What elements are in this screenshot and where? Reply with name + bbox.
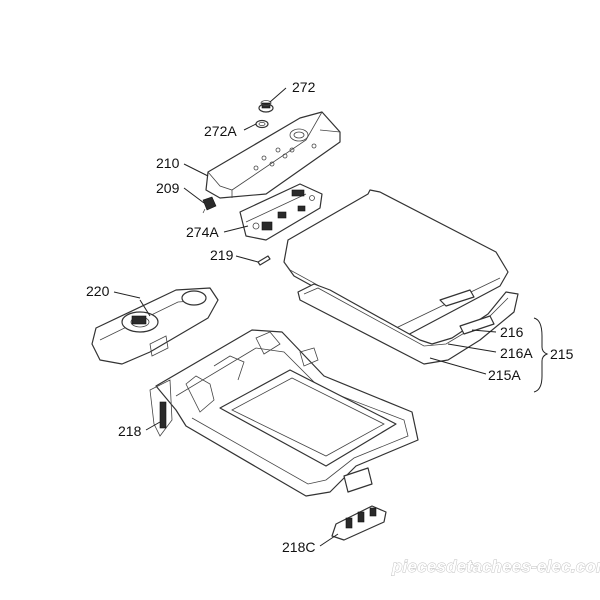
label-215: 215 (550, 346, 574, 362)
label-220: 220 (86, 283, 110, 299)
label-216A: 216A (500, 345, 533, 361)
knob-272 (258, 100, 274, 113)
control-panel-210 (205, 111, 341, 199)
label-218: 218 (118, 423, 142, 439)
label-272A: 272A (204, 123, 237, 139)
leader-lines (113, 87, 549, 547)
label-218C: 218C (282, 539, 315, 555)
watermark-text: piecesdetachees-elec.com (391, 557, 600, 576)
label-219: 219 (210, 247, 234, 263)
label-215A: 215A (488, 367, 521, 383)
latch-218C (331, 505, 387, 541)
dispenser-220 (91, 287, 219, 365)
board-274A (239, 183, 323, 241)
label-210: 210 (156, 155, 180, 171)
lid-216 (283, 189, 509, 339)
top-deck-218 (149, 329, 419, 497)
pin-219 (257, 255, 271, 266)
label-216: 216 (500, 324, 524, 340)
label-209: 209 (156, 180, 180, 196)
label-272: 272 (292, 79, 316, 95)
ring-272A (255, 119, 269, 129)
lid-frame-215A (297, 283, 519, 365)
clip-209 (202, 196, 217, 214)
label-274A: 274A (186, 224, 219, 240)
